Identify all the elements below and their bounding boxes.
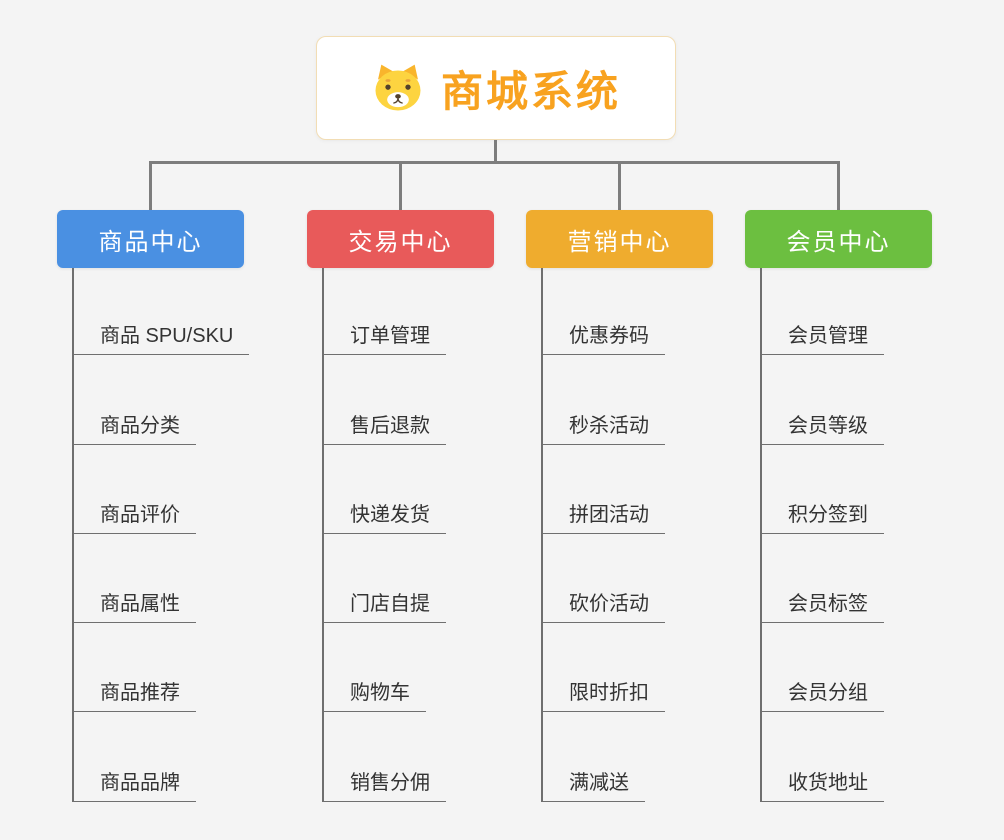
child-node[interactable]: 砍价活动 xyxy=(541,588,665,623)
child-node[interactable]: 会员等级 xyxy=(760,410,884,445)
drop-line-trade xyxy=(399,163,402,210)
child-node[interactable]: 收货地址 xyxy=(760,767,884,802)
child-node[interactable]: 会员分组 xyxy=(760,677,884,712)
drop-line-products xyxy=(149,163,152,210)
child-node[interactable]: 会员标签 xyxy=(760,588,884,623)
root-node-label: 商城系统 xyxy=(440,67,621,115)
child-node[interactable]: 商品分类 xyxy=(72,410,196,445)
child-node[interactable]: 商品推荐 xyxy=(72,677,196,712)
child-node[interactable]: 商品属性 xyxy=(72,588,196,623)
child-node[interactable]: 商品评价 xyxy=(72,499,196,534)
branch-marketing: 营销中心 优惠券码 秒杀活动 拼团活动 砍价活动 限时折扣 满减送 xyxy=(526,210,786,810)
child-node[interactable]: 限时折扣 xyxy=(541,677,665,712)
branch-products: 商品中心 商品 SPU/SKU 商品分类 商品评价 商品属性 商品推荐 商品品牌 xyxy=(57,210,317,810)
drop-line-member xyxy=(837,163,840,210)
drop-line-marketing xyxy=(618,163,621,210)
branch-trunk-line xyxy=(760,268,762,801)
branch-trade: 交易中心 订单管理 售后退款 快递发货 门店自提 购物车 销售分佣 xyxy=(307,210,567,810)
branch-header-trade[interactable]: 交易中心 xyxy=(307,210,494,268)
branch-header-marketing[interactable]: 营销中心 xyxy=(526,210,713,268)
branch-trunk-line xyxy=(541,268,543,801)
child-node[interactable]: 商品 SPU/SKU xyxy=(72,320,250,355)
dog-icon xyxy=(371,63,425,113)
branch-header-products[interactable]: 商品中心 xyxy=(57,210,244,268)
child-node[interactable]: 商品品牌 xyxy=(72,767,196,802)
child-node[interactable]: 售后退款 xyxy=(322,410,446,445)
root-stem-line xyxy=(494,140,497,162)
child-node[interactable]: 积分签到 xyxy=(760,499,884,534)
branch-trunk-line xyxy=(322,268,324,801)
child-node[interactable]: 门店自提 xyxy=(322,588,446,623)
child-node[interactable]: 销售分佣 xyxy=(322,767,446,802)
branch-member: 会员中心 会员管理 会员等级 积分签到 会员标签 会员分组 收货地址 xyxy=(745,210,1004,810)
child-node[interactable]: 拼团活动 xyxy=(541,499,665,534)
branch-trunk-line xyxy=(72,268,74,801)
child-node[interactable]: 会员管理 xyxy=(760,320,884,355)
horizontal-rail-line xyxy=(149,161,840,164)
root-node[interactable]: 商城系统 xyxy=(316,36,676,140)
branch-header-member[interactable]: 会员中心 xyxy=(745,210,932,268)
child-node[interactable]: 快递发货 xyxy=(322,499,446,534)
child-node[interactable]: 订单管理 xyxy=(322,320,446,355)
child-node[interactable]: 秒杀活动 xyxy=(541,410,665,445)
child-node[interactable]: 满减送 xyxy=(541,767,645,802)
child-node[interactable]: 购物车 xyxy=(322,677,426,712)
child-node[interactable]: 优惠券码 xyxy=(541,320,665,355)
